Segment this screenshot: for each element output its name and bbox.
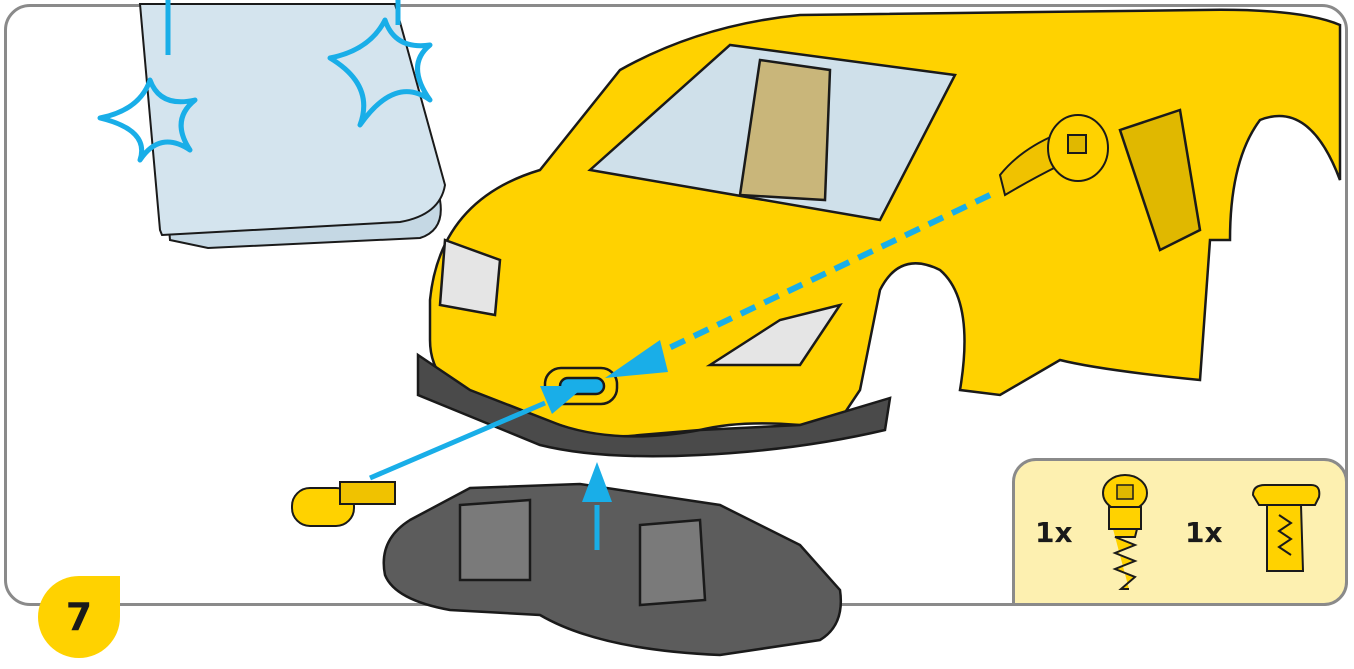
screw-quantity: 1x — [1035, 516, 1073, 549]
parts-list-box: 1x 1x — [1012, 458, 1348, 606]
step-number: 7 — [66, 595, 92, 639]
base-plate — [384, 484, 841, 655]
clip-part-icon — [1245, 481, 1325, 581]
clip-quantity: 1x — [1185, 516, 1223, 549]
step-badge: 7 — [38, 576, 120, 658]
clip-part — [292, 482, 395, 526]
screw-part-icon — [1095, 471, 1155, 601]
